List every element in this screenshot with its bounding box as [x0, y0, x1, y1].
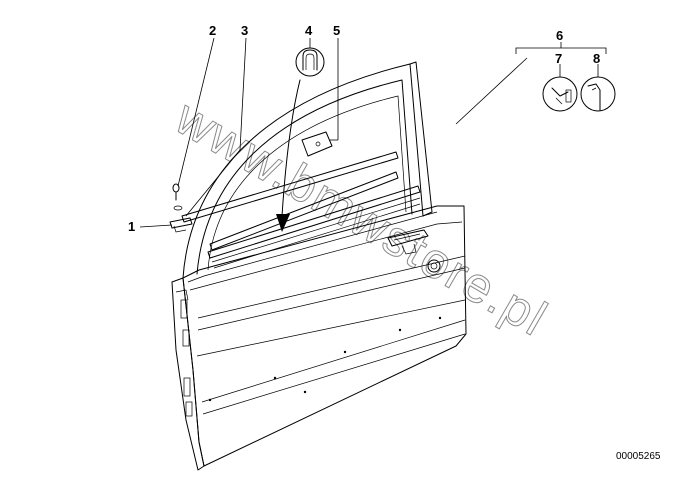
door-handle — [387, 229, 429, 255]
detail-clip-7 — [542, 76, 578, 112]
callout-3: 3 — [241, 23, 248, 38]
callout-8: 8 — [593, 51, 600, 66]
lock-cylinder — [427, 259, 441, 273]
callout-6: 6 — [556, 28, 563, 43]
detail-clip-4 — [295, 47, 325, 77]
door-shell — [171, 205, 467, 471]
door-rivets — [208, 316, 442, 402]
retainer-clip — [169, 217, 193, 233]
callout-5: 5 — [333, 23, 340, 38]
leader-lines — [139, 37, 607, 228]
channel-strips — [181, 151, 421, 269]
detail-clip-8 — [580, 76, 616, 112]
callout-7: 7 — [555, 51, 562, 66]
screw-part — [172, 183, 183, 211]
install-arrow — [276, 79, 301, 232]
callout-2: 2 — [209, 23, 216, 38]
trim-piece — [301, 131, 333, 157]
door-inner-hardware — [175, 289, 193, 417]
watermark: www.bmwstore.pl — [166, 89, 558, 347]
callout-1: 1 — [128, 219, 135, 234]
diagram-reference-code: 00005265 — [616, 451, 661, 462]
window-frame — [182, 61, 433, 279]
callout-4: 4 — [305, 23, 313, 38]
